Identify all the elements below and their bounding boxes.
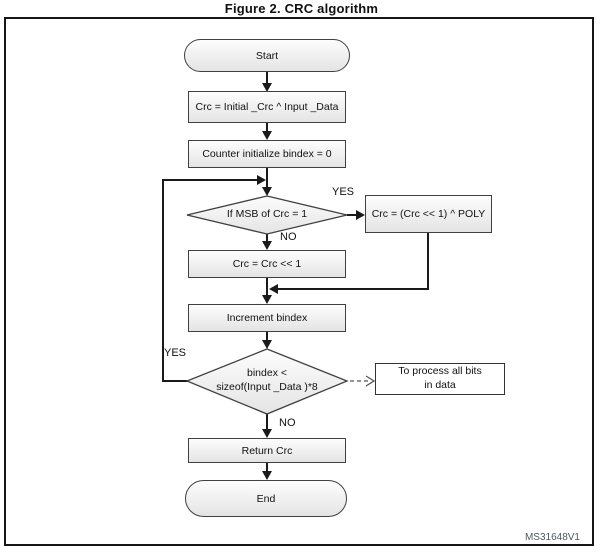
- branch-yes-msb: YES: [332, 186, 355, 198]
- arrowhead-down-msbcheck: [262, 187, 272, 196]
- end-terminator: End: [185, 480, 347, 517]
- process-increment: Increment bindex: [188, 304, 346, 332]
- arrowhead-down-initcrc: [262, 83, 272, 92]
- loop-decision-shape: [185, 348, 349, 415]
- process-init-counter: Counter initialize bindex = 0: [188, 140, 346, 168]
- arrowhead-down-shift: [262, 241, 272, 250]
- arrowhead-right-loopback: [257, 175, 266, 185]
- branch-no-loop: NO: [279, 417, 296, 429]
- process-poly-xor-label: Crc = (Crc << 1) ^ POLY: [371, 208, 486, 220]
- msb-decision-text: If MSB of Crc = 1: [197, 203, 337, 227]
- arrowhead-down-increment: [262, 295, 272, 304]
- loop-decision-text: bindex < sizeof(Input _Data )*8: [192, 365, 342, 397]
- loop-back-line: [162, 179, 258, 382]
- process-shift: Crc = Crc << 1: [188, 250, 346, 278]
- process-init-counter-label: Counter initialize bindex = 0: [202, 148, 332, 160]
- note-process-all-bits: To process all bits in data: [375, 363, 505, 395]
- start-terminator: Start: [184, 39, 350, 72]
- process-poly-xor: Crc = (Crc << 1) ^ POLY: [365, 195, 492, 233]
- figure-watermark: MS31648V1: [524, 532, 580, 543]
- dashed-note-arrowhead: [365, 375, 376, 387]
- figure-caption: Figure 2. CRC algorithm: [224, 1, 379, 16]
- arrowhead-down-end: [262, 471, 272, 480]
- note-line1: To process all bits: [398, 365, 482, 378]
- arrowhead-down-return: [262, 429, 272, 438]
- poly-return-line: [277, 233, 429, 290]
- end-label: End: [256, 492, 276, 505]
- msb-decision-label: If MSB of Crc = 1: [226, 208, 308, 221]
- arrowhead-down-counter: [262, 131, 272, 140]
- start-label: Start: [255, 49, 279, 62]
- msb-decision-shape: [186, 195, 348, 235]
- process-return-crc: Return Crc: [188, 438, 346, 463]
- arrowhead-left-polyreturn: [269, 284, 278, 294]
- process-shift-label: Crc = Crc << 1: [232, 258, 302, 270]
- process-init-crc-label: Crc = Initial _Crc ^ Input _Data: [195, 101, 339, 113]
- arrowhead-right-poly: [356, 210, 365, 220]
- loop-decision-line1: bindex <: [247, 367, 287, 380]
- note-line2: in data: [424, 379, 456, 391]
- process-increment-label: Increment bindex: [226, 312, 308, 324]
- loop-decision-line2: sizeof(Input _Data )*8: [216, 381, 318, 393]
- branch-yes-loop: YES: [164, 347, 187, 359]
- process-return-crc-label: Return Crc: [241, 444, 293, 457]
- process-init-crc: Crc = Initial _Crc ^ Input _Data: [188, 91, 346, 123]
- branch-no-msb: NO: [280, 231, 297, 243]
- arrowhead-down-loopcheck: [262, 340, 272, 349]
